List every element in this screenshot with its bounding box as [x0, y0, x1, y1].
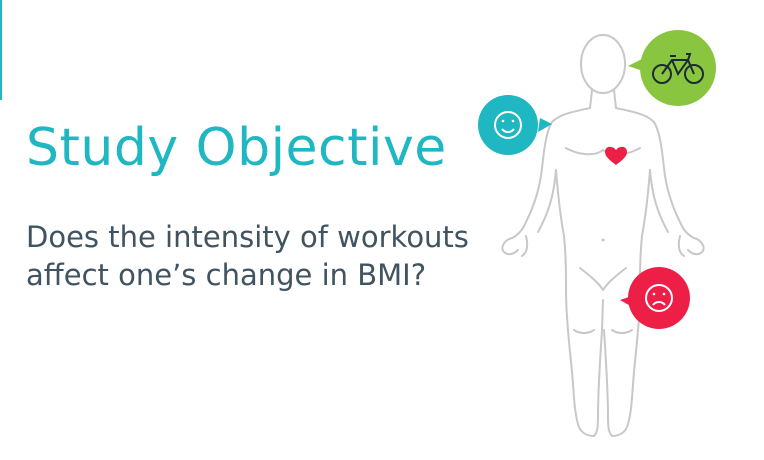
human-body-outline-icon — [501, 34, 705, 437]
objective-question: Does the intensity of workouts affect on… — [26, 218, 486, 294]
smiley-face-icon — [494, 111, 522, 139]
question-line-2: affect one’s change in BMI? — [26, 258, 427, 292]
body-illustration — [478, 30, 716, 437]
slide-title: Study Objective — [26, 118, 447, 178]
sad-face-bubble — [620, 267, 690, 329]
smiley-bubble — [478, 95, 552, 155]
edge-accent-bar — [0, 0, 2, 100]
heart-icon — [605, 146, 627, 165]
question-line-1: Does the intensity of workouts — [26, 220, 469, 254]
bicycle-icon — [652, 53, 704, 84]
bicycle-bubble — [628, 30, 716, 106]
sad-face-icon — [645, 284, 673, 312]
